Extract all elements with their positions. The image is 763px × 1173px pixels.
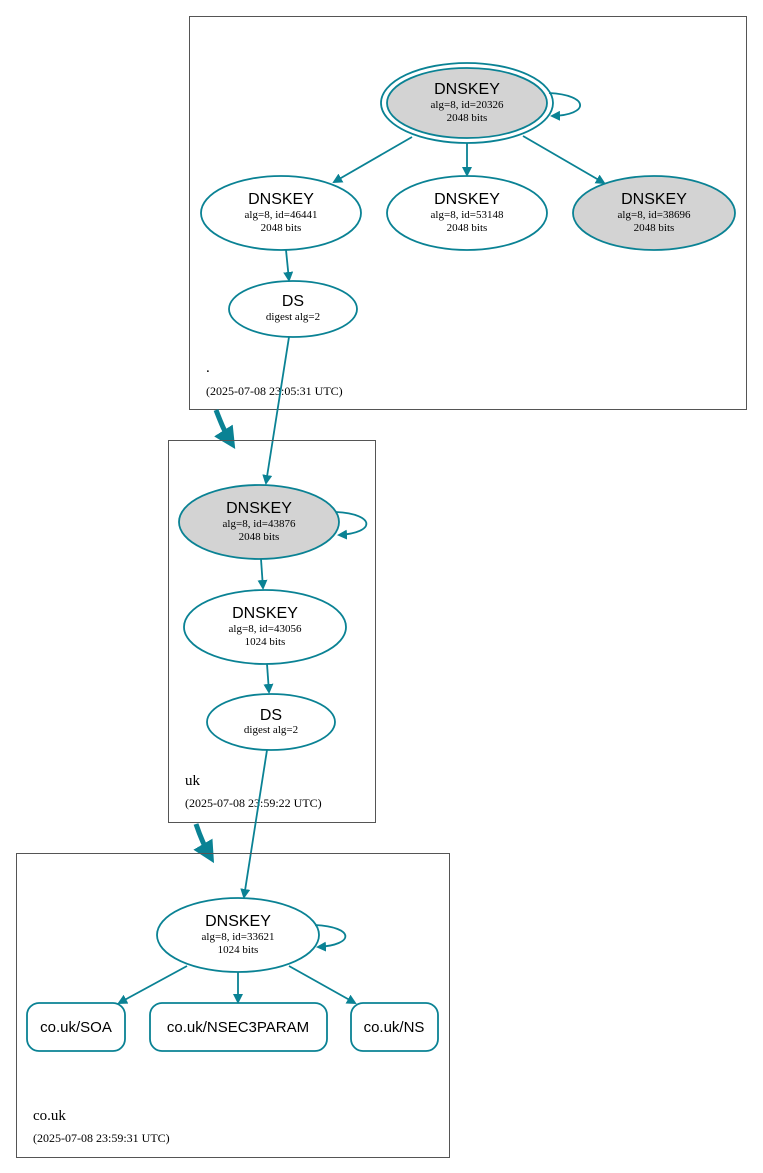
node-title: DNSKEY [232,605,298,622]
node-title: DNSKEY [226,500,292,517]
zone-uk-box [168,440,376,823]
record-label: co.uk/NS [364,1019,425,1036]
edge [288,965,357,1004]
zone-timestamp: (2025-07-08 23:59:31 UTC) [33,1131,170,1145]
zone-timestamp: (2025-07-08 23:05:31 UTC) [206,384,343,398]
zone-couk-box [16,853,450,1158]
edge [240,749,268,899]
couk-dnskey-node: DNSKEY alg=8, id=33621 1024 bits [156,897,320,973]
node-detail: 1024 bits [218,944,259,956]
node-detail: 2048 bits [239,531,280,543]
node-title: DNSKEY [621,191,687,208]
record-label: co.uk/SOA [40,1019,112,1036]
zone-uk: DNSKEY alg=8, id=43876 2048 bits DNSKEY … [168,440,376,823]
self-loop-edge [314,924,347,952]
record-label: co.uk/NSEC3PARAM [167,1019,309,1036]
couk-nsec3param-record-node: co.uk/NSEC3PARAM [149,1002,328,1052]
zone-couk: DNSKEY alg=8, id=33621 1024 bits co.uk/S… [16,853,450,1158]
node-title: DNSKEY [434,191,500,208]
edge [283,249,294,282]
zone-name: co.uk [33,1108,66,1124]
delegation-arrow [193,823,215,864]
node-detail: alg=8, id=43056 [229,623,302,635]
node-title: DNSKEY [205,913,271,930]
uk-zsk-dnskey-node: DNSKEY alg=8, id=43056 1024 bits [183,589,347,665]
node-detail: 2048 bits [447,222,488,234]
edge [332,136,413,183]
root-ds-node: DS digest alg=2 [228,280,358,338]
edge [522,135,606,185]
node-detail: alg=8, id=53148 [431,209,504,221]
node-detail: alg=8, id=43876 [223,518,296,530]
node-detail: alg=8, id=38696 [618,209,691,221]
node-title: DS [260,707,282,724]
zone-root: DNSKEY alg=8, id=20326 2048 bits DNSKEY … [189,16,747,410]
node-detail: 2048 bits [261,222,302,234]
node-detail: digest alg=2 [244,724,298,736]
node-title: DNSKEY [248,191,314,208]
node-detail: alg=8, id=20326 [431,99,504,111]
delegation-arrow [213,409,236,450]
self-loop-edge [548,92,582,121]
node-detail: alg=8, id=46441 [245,209,318,221]
node-detail: 2048 bits [447,112,488,124]
edge [117,965,188,1004]
uk-ds-node: DS digest alg=2 [206,693,336,751]
edge [262,336,290,485]
node-detail: alg=8, id=33621 [202,931,275,943]
edge [263,663,274,694]
self-loop-edge [335,511,368,540]
node-title: DS [282,293,304,310]
node-detail: digest alg=2 [266,311,320,323]
node-detail: 1024 bits [245,636,286,648]
couk-soa-record-node: co.uk/SOA [26,1002,126,1052]
zone-root-box [189,16,747,410]
edge [257,558,268,590]
root-ksk-dnskey-node: DNSKEY alg=8, id=20326 2048 bits [380,62,554,144]
root-zsk-53148-node: DNSKEY alg=8, id=53148 2048 bits [386,175,548,251]
uk-ksk-dnskey-node: DNSKEY alg=8, id=43876 2048 bits [178,484,340,560]
node-detail: 2048 bits [634,222,675,234]
node-title: DNSKEY [434,81,500,98]
couk-ns-record-node: co.uk/NS [350,1002,439,1052]
zone-name: uk [185,773,201,789]
zone-timestamp: (2025-07-08 23:59:22 UTC) [185,796,322,810]
zone-name: . [206,360,210,376]
root-zsk-46441-node: DNSKEY alg=8, id=46441 2048 bits [200,175,362,251]
root-key-38696-node: DNSKEY alg=8, id=38696 2048 bits [572,175,736,251]
